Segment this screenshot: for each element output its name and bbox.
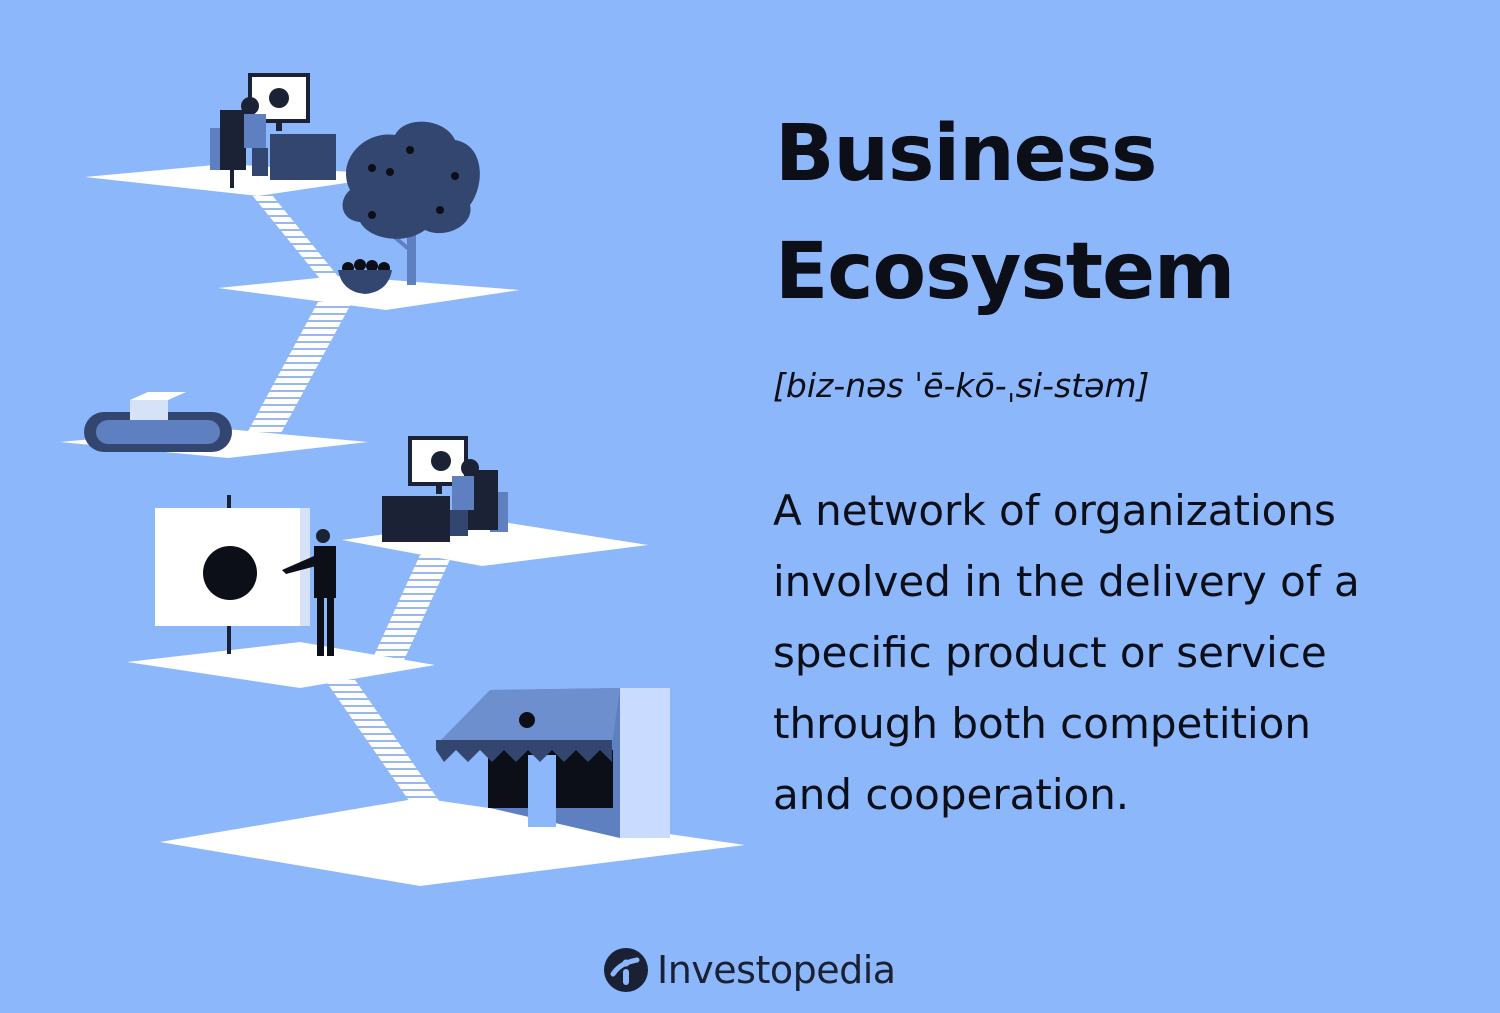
ecosystem-illustration: [60, 73, 745, 886]
staircases: [246, 195, 452, 805]
definition-line: and cooperation.: [773, 770, 1130, 819]
definition-line: involved in the delivery of a: [773, 557, 1360, 606]
brand-name: Investopedia: [657, 948, 896, 992]
brand-lockup: Investopedia: [603, 942, 896, 998]
tree: [342, 121, 480, 285]
definition-line: through both competition: [773, 699, 1311, 748]
conveyor-belt: [84, 392, 232, 452]
definition-text: A network of organizations involved in t…: [773, 475, 1473, 830]
title-line: Business: [775, 109, 1157, 199]
office-scene-middle: [382, 436, 508, 542]
office-scene-top: [210, 73, 336, 188]
stair-3: [372, 555, 452, 660]
storefront: [436, 688, 670, 838]
fruit-basket: [338, 259, 392, 294]
definition-line: specific product or service: [773, 628, 1327, 677]
definition-line: A network of organizations: [773, 486, 1336, 535]
presentation-scene: [155, 495, 336, 656]
investopedia-logo-icon: [604, 948, 648, 992]
stair-1: [252, 195, 345, 285]
stair-2: [246, 302, 352, 435]
pronunciation-text: [biz-nəs ˈē-kō-ˌsi-stəm]: [773, 366, 1150, 405]
platform-5: [127, 642, 435, 688]
stair-4: [325, 680, 442, 805]
platform-6: [160, 798, 745, 886]
title-line: Ecosystem: [775, 227, 1235, 317]
page-title: Business Ecosystem: [775, 95, 1235, 331]
